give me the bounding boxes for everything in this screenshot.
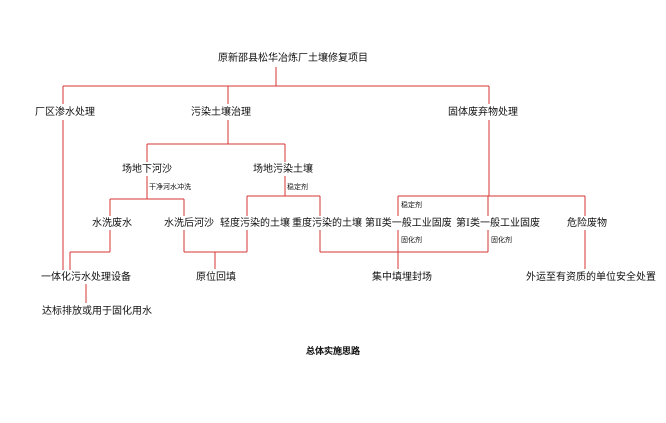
heavy-soil-node: 重度污染的土壤 (292, 218, 362, 229)
centralized-landfill-node: 集中填埋封场 (372, 272, 432, 283)
wash-water-node: 水洗废水 (92, 218, 132, 229)
stabilizer-note-1: 稳定剂 (287, 183, 308, 191)
washed-sand-node: 水洗后河沙 (164, 218, 214, 229)
site-soil-node: 场地污染土壤 (253, 164, 313, 175)
integrated-treatment-node: 一体化污水处理设备 (41, 272, 131, 283)
class1-waste-node: 第Ⅰ类一般工业固废 (456, 218, 540, 229)
solid-waste-node: 固体废弃物处理 (448, 107, 518, 118)
soil-treatment-node: 污染土壤治理 (191, 107, 251, 118)
class2-waste-node: 第Ⅱ类一般工业固废 (365, 218, 452, 229)
in-situ-backfill-node: 原位回填 (196, 272, 236, 283)
diagram-caption: 总体实施思路 (306, 347, 361, 357)
discharge-reuse-node: 达标排放或用于固化用水 (42, 306, 152, 317)
clean-wash-note: 干净河水冲洗 (149, 183, 191, 191)
plant-water-node: 厂区渗水处理 (35, 107, 95, 118)
site-sand-node: 场地下河沙 (122, 164, 172, 175)
outsource-disposal-node: 外运至有资质的单位安全处置 (526, 272, 656, 283)
stabilizer-note-2: 稳定剂 (401, 201, 422, 209)
root-node-label: 原新邵县松华冶炼厂土壤修复项目 (218, 53, 368, 64)
light-soil-node: 轻度污染的土壤 (220, 218, 290, 229)
hazardous-waste-node: 危险废物 (567, 218, 607, 229)
solidifier-note-2: 固化剂 (491, 236, 512, 244)
solidifier-note-1: 固化剂 (401, 236, 422, 244)
